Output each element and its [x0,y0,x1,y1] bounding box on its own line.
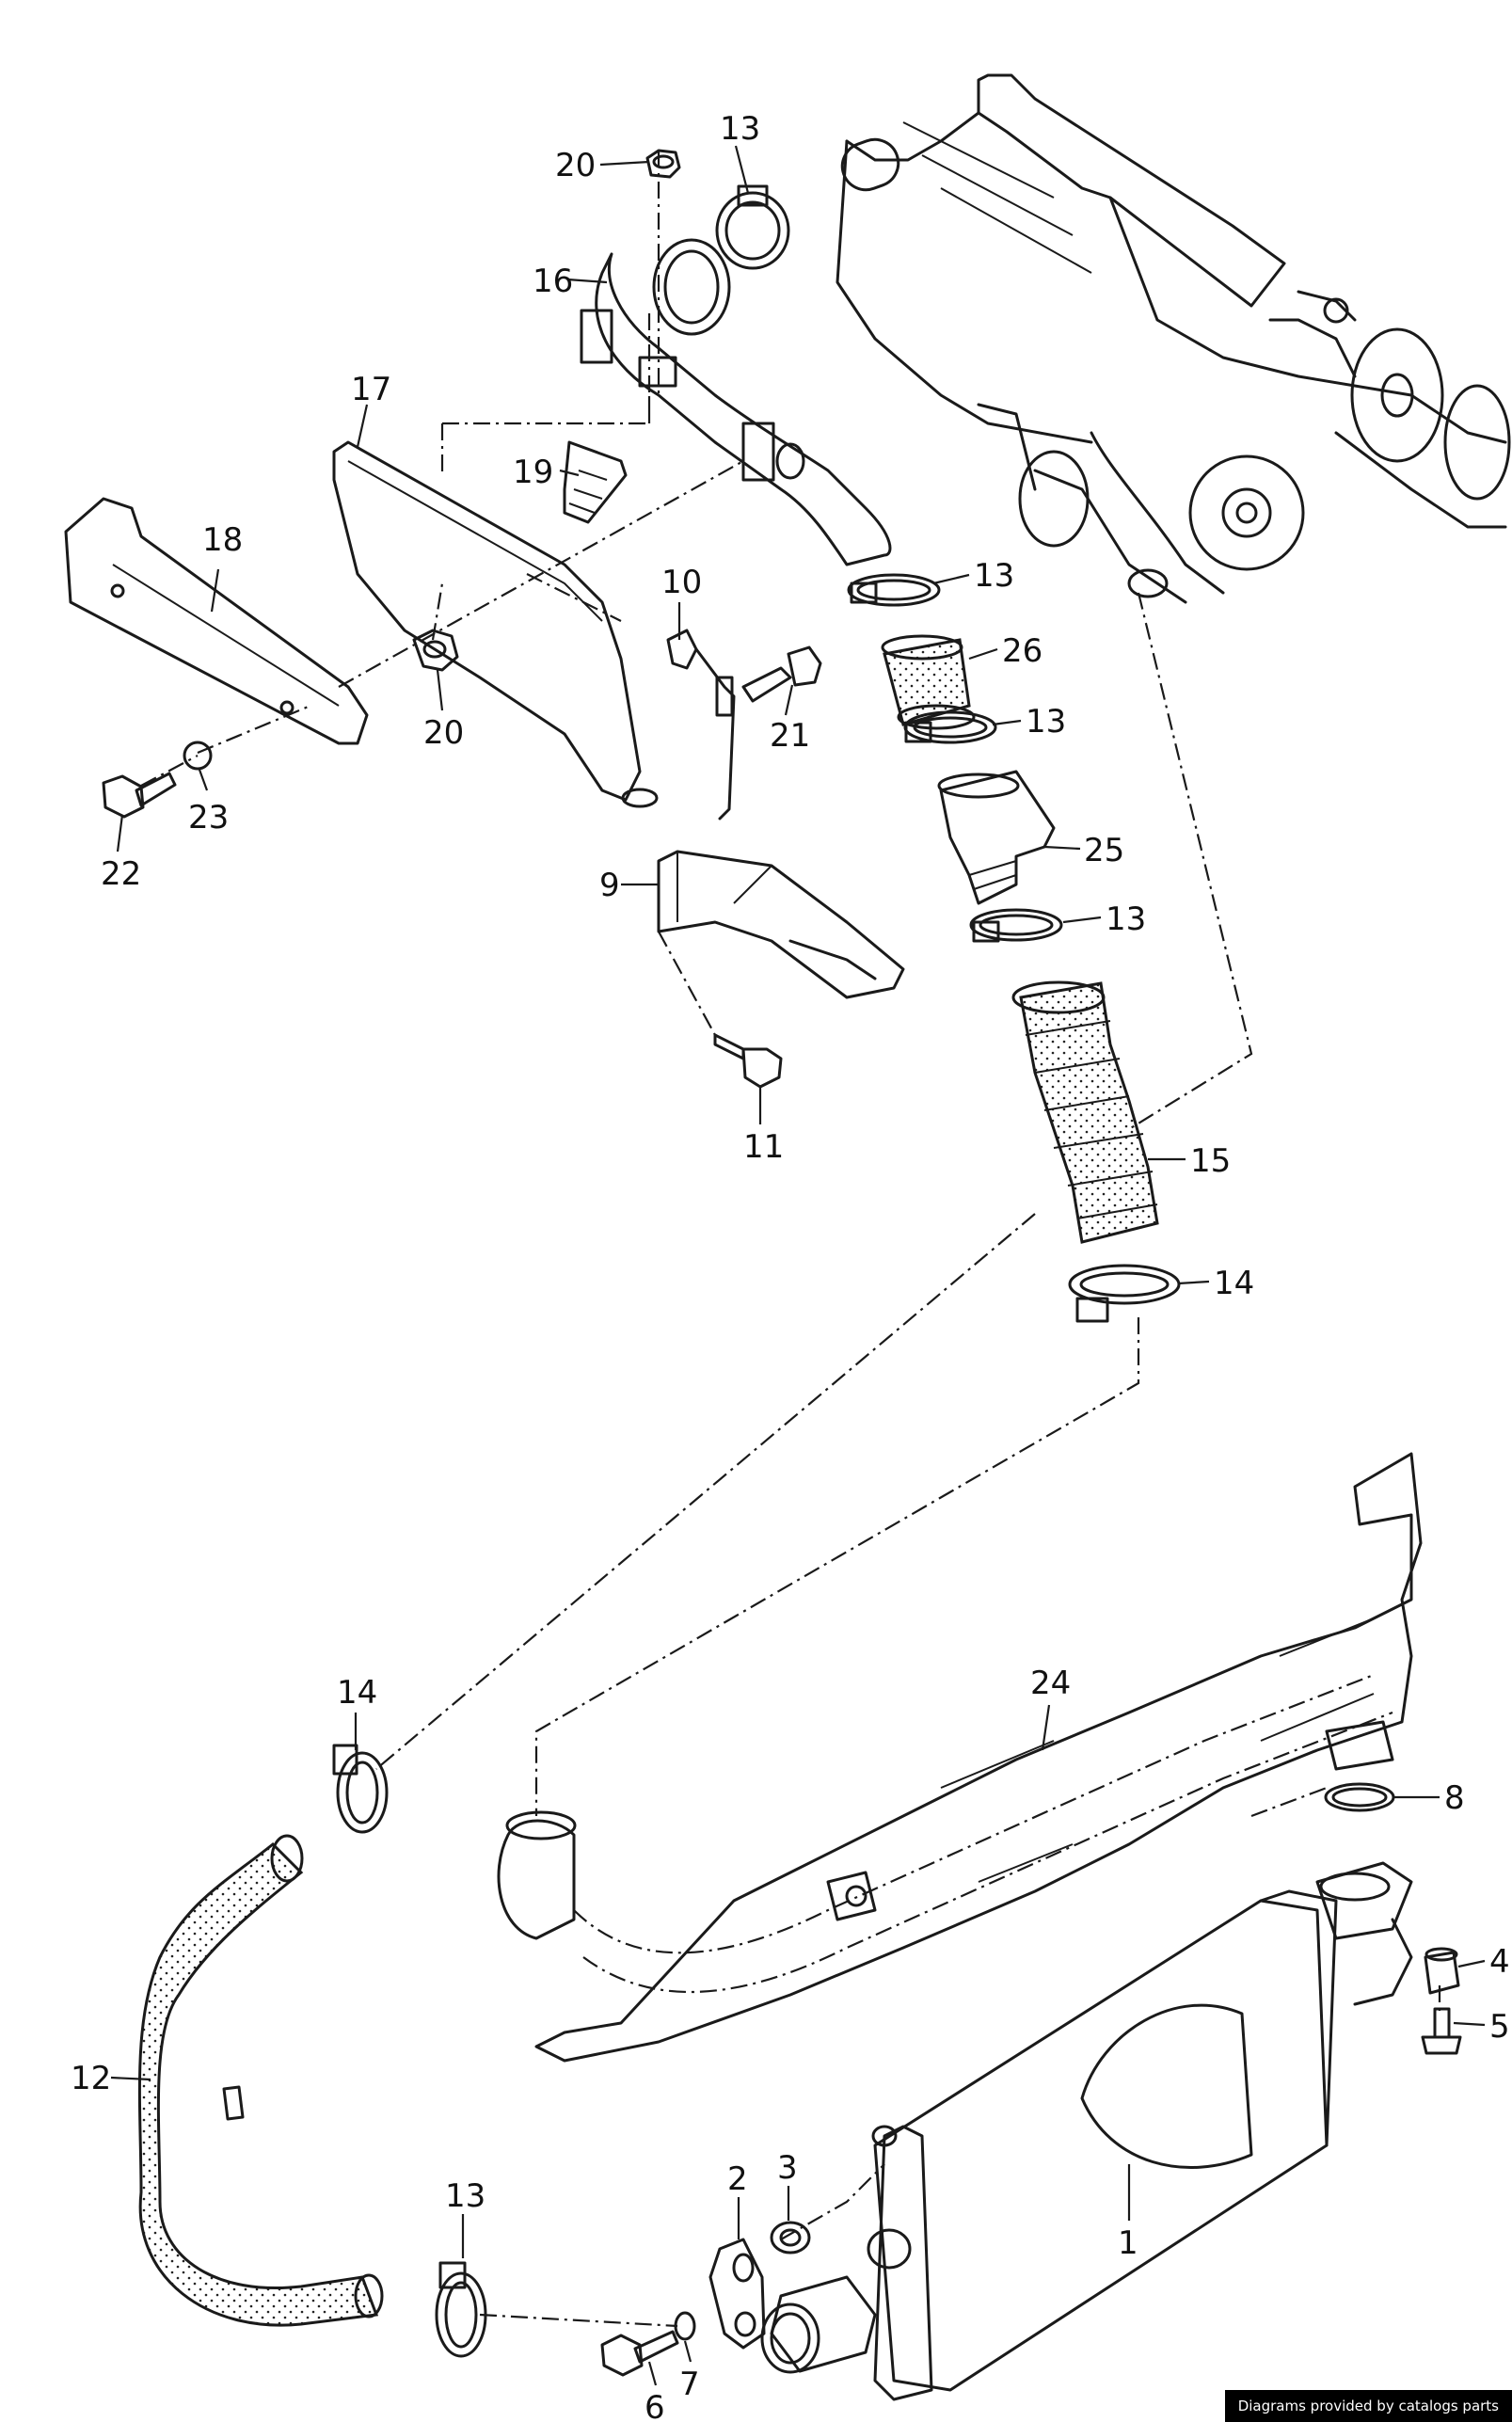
elbow-25 [937,770,1056,905]
nut-20b [412,629,459,672]
callout-4: 4 [1489,1943,1510,1981]
hose-clamp-14b [332,1744,389,1834]
assembly-guide-lines [140,151,1441,2328]
callout-13: 13 [974,557,1014,595]
callout-20: 20 [555,147,596,184]
bolt-21 [741,645,822,703]
bushing-4 [1424,1947,1460,1995]
stud-19 [563,440,628,524]
callout-20: 20 [423,714,464,752]
hose-clamp-13c [903,710,997,744]
clip-10 [666,629,736,821]
intake-pipe-upper [580,238,892,566]
callout-13: 13 [445,2177,485,2215]
connector-26 [881,634,976,730]
washer-23 [183,741,213,771]
callout-1: 1 [1118,2224,1138,2262]
intercooler-1 [760,1861,1413,2401]
callout-10: 10 [661,564,702,601]
flange-2 [708,2238,766,2350]
engine-block [836,73,1511,604]
intercooler-duct-24 [497,1452,1423,2063]
callout-17: 17 [351,371,391,408]
callout-13: 13 [1106,900,1146,938]
air-duct-9 [657,850,905,999]
hose-clamp-13a [715,184,790,270]
bolt-5 [1421,2007,1462,2055]
washer-7 [674,2311,696,2341]
hose-12 [137,1834,384,2327]
callout-16: 16 [533,263,573,300]
callout-7: 7 [679,2366,700,2403]
callout-13: 13 [720,110,760,148]
callout-15: 15 [1190,1142,1231,1180]
screw-11 [713,1033,783,1089]
hose-clamp-13d [969,908,1063,943]
callout-13: 13 [1026,703,1066,741]
callout-12: 12 [71,2060,111,2097]
callout-19: 19 [513,454,553,491]
gasket-8 [1324,1720,1395,1812]
callout-6: 6 [645,2389,665,2422]
callout-23: 23 [188,799,229,837]
heat-shield-18 [64,497,369,745]
nut-20a [645,149,681,179]
callout-21: 21 [770,717,810,755]
callout-2: 2 [727,2160,748,2198]
bracket-17 [332,440,659,808]
callout-25: 25 [1084,832,1124,869]
callout-8: 8 [1444,1779,1465,1817]
callout-14: 14 [337,1674,377,1712]
hose-clamp-13e [435,2261,487,2358]
bolt-6 [600,2330,679,2377]
hose-clamp-14a [1068,1264,1181,1323]
callout-18: 18 [202,521,243,559]
callout-26: 26 [1002,632,1042,670]
callout-9: 9 [599,867,620,904]
callout-24: 24 [1030,1665,1071,1702]
callout-leader-lines [110,145,1486,2386]
plug-3 [770,2221,811,2255]
callouts: 20 13 16 17 19 18 10 13 26 20 21 13 23 2… [71,110,1510,2422]
callout-3: 3 [777,2149,798,2187]
bellows-hose-15 [1011,980,1159,1244]
callout-14: 14 [1214,1265,1254,1302]
callout-22: 22 [101,855,141,893]
callout-5: 5 [1489,2008,1510,2046]
credit-badge: Diagrams provided by catalogs parts [1224,2390,1512,2422]
hose-clamp-13b [847,573,941,607]
callout-11: 11 [743,1128,784,1166]
bolt-22 [102,772,177,819]
